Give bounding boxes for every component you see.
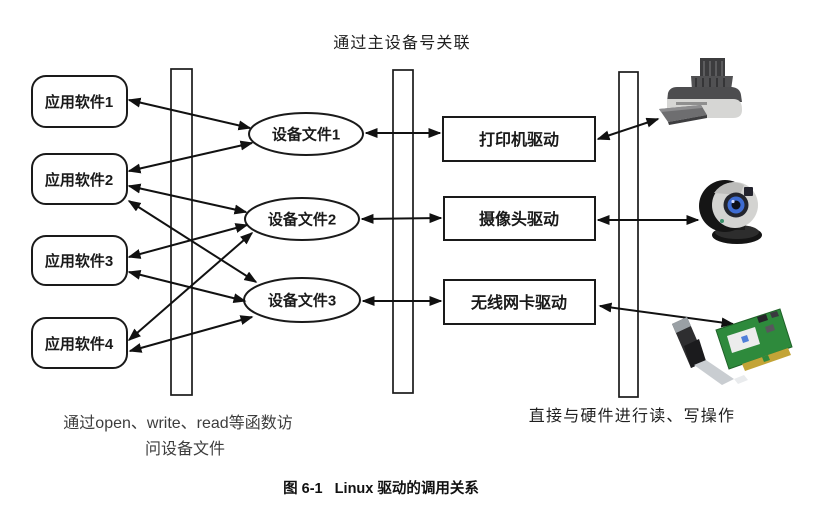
arrow-app4-devfile3 — [128, 315, 254, 353]
device-file-2: 设备文件2 — [244, 197, 360, 241]
bottom-right-annotation: 直接与硬件进行读、写操作 — [529, 407, 735, 425]
app-box-4: 应用软件4 — [31, 317, 128, 369]
arrow-printer-driver-hardware — [596, 117, 660, 141]
driver-box-camera: 摄像头驱动 — [443, 196, 596, 241]
wireless-card-image — [672, 308, 793, 385]
boundary-bar-middle — [392, 69, 414, 394]
driver-box-label: 无线网卡驱动 — [470, 293, 567, 312]
arrow-devfile2-camera-driver — [360, 213, 443, 224]
app-box-3: 应用软件3 — [31, 235, 128, 286]
app-box-rect — [31, 75, 128, 128]
arrow-wifi-driver-hardware — [598, 302, 735, 328]
driver-box-label: 摄像头驱动 — [479, 210, 559, 229]
boundary-bar-left — [170, 68, 193, 396]
device-file-label: 设备文件1 — [272, 126, 340, 144]
bottom-left-annotation-line2: 问设备文件 — [145, 440, 225, 458]
printer-image — [659, 58, 742, 125]
app-box-label: 应用软件1 — [45, 93, 113, 111]
driver-box-rect — [443, 196, 596, 241]
driver-box-wifi: 无线网卡驱动 — [443, 279, 596, 325]
device-file-label: 设备文件2 — [268, 211, 336, 229]
driver-box-rect — [443, 279, 596, 325]
device-file-label: 设备文件3 — [268, 292, 336, 310]
app-box-label: 应用软件2 — [45, 171, 113, 189]
app-box-rect — [31, 153, 128, 205]
figure-caption: 图 6-1 Linux 驱动的调用关系 — [283, 479, 479, 497]
device-file-1: 设备文件1 — [248, 112, 364, 156]
device-file-ellipse — [248, 112, 364, 156]
device-file-3: 设备文件3 — [243, 277, 361, 323]
app-box-2: 应用软件2 — [31, 153, 128, 205]
arrow-app2-devfile1 — [127, 140, 254, 174]
app-box-label: 应用软件3 — [45, 252, 113, 270]
boundary-bar-right — [618, 71, 639, 398]
driver-box-printer: 打印机驱动 — [442, 116, 596, 162]
webcam-image — [699, 180, 762, 244]
arrow-app1-devfile1 — [127, 97, 252, 131]
app-box-1: 应用软件1 — [31, 75, 128, 128]
driver-box-rect — [442, 116, 596, 162]
app-box-rect — [31, 317, 128, 369]
driver-box-label: 打印机驱动 — [479, 130, 559, 149]
top-annotation: 通过主设备号关联 — [333, 34, 471, 52]
app-box-label: 应用软件4 — [45, 335, 114, 353]
app-box-rect — [31, 235, 128, 286]
bottom-left-annotation-line1: 通过open、write、read等函数访 — [63, 414, 292, 432]
